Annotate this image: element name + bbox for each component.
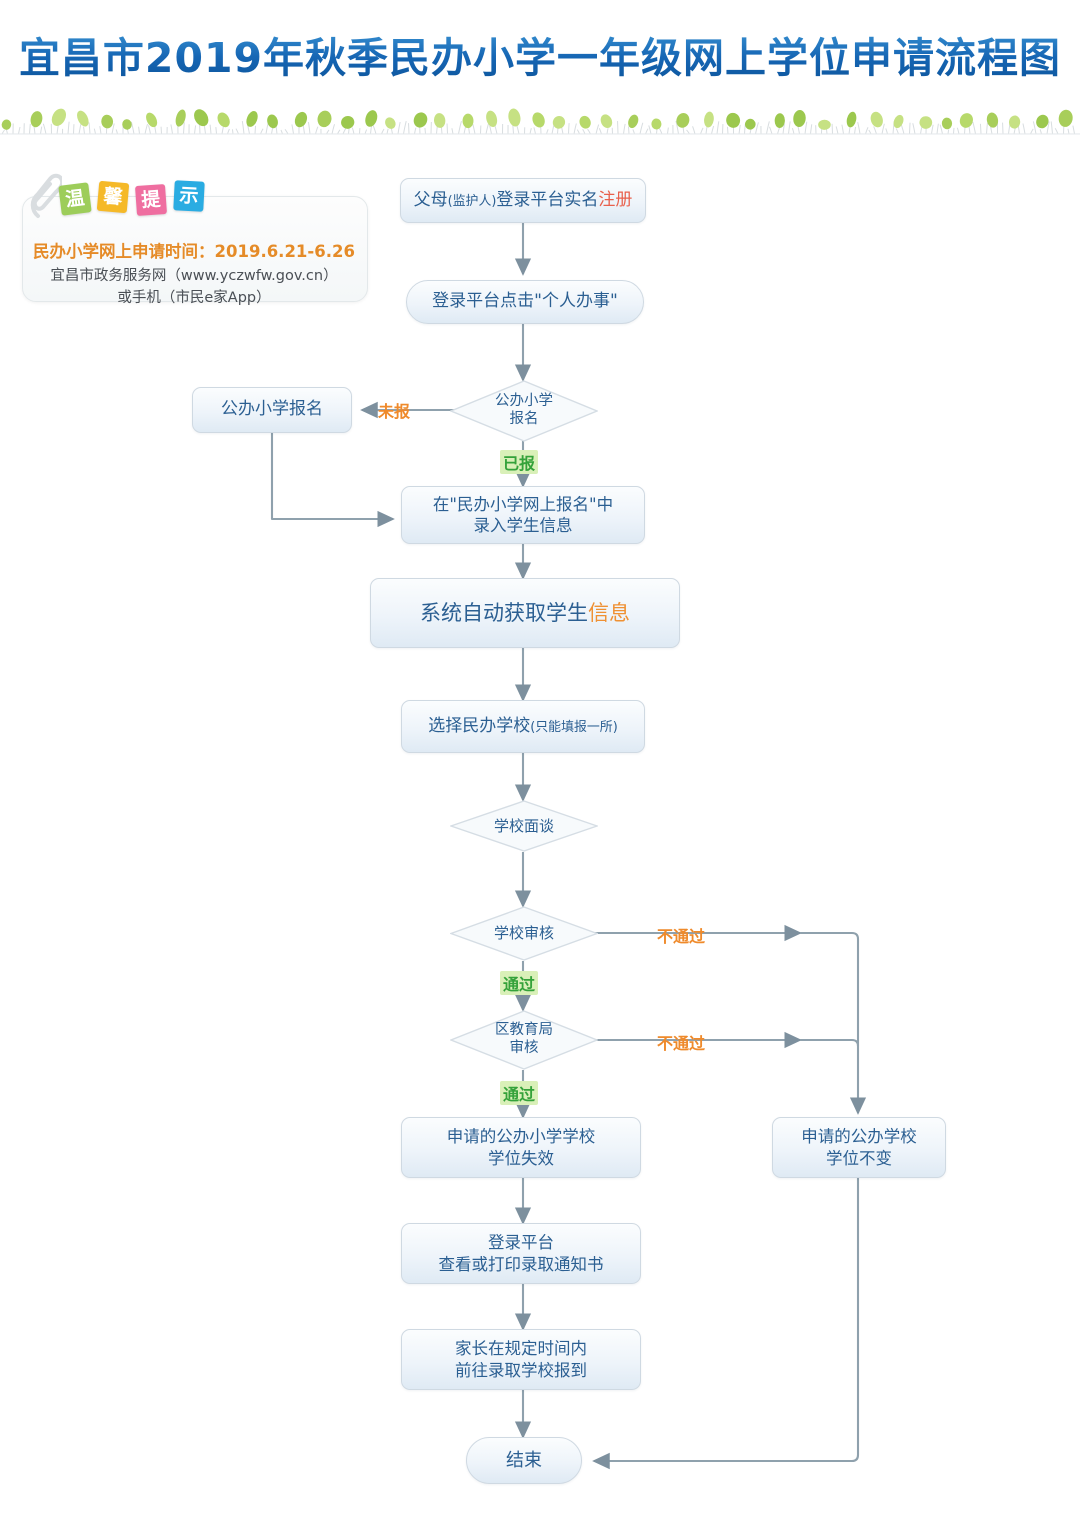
tip-line-mobile: 或手机（市民e家App） bbox=[117, 290, 271, 306]
node-text: 登录平台 查看或打印录取通知书 bbox=[439, 1232, 604, 1274]
edge-label-bureau-review-fail: 不通过 bbox=[657, 1034, 706, 1053]
node-select-private-school[interactable]: 选择民办学校(只能填报一所) bbox=[401, 700, 645, 753]
badge-square-3: 提 bbox=[134, 183, 168, 217]
node-text: 选择民办学校(只能填报一所) bbox=[428, 716, 618, 738]
node-parent-report-to-school[interactable]: 家长在规定时间内 前往录取学校报到 bbox=[401, 1329, 641, 1390]
node-text-line2: 学位失效 bbox=[488, 1148, 554, 1168]
grass-divider-icon bbox=[0, 108, 1080, 135]
node-text-line2: 录入学生信息 bbox=[473, 516, 573, 535]
node-text: 登录平台点击"个人办事" bbox=[432, 291, 618, 312]
diamond-shape bbox=[450, 380, 598, 442]
node-text-line1: 登录平台 bbox=[488, 1233, 554, 1253]
tip-badge: 温 馨 提 示 bbox=[28, 173, 208, 226]
decision-school-interview[interactable]: 学校面谈 bbox=[450, 800, 598, 852]
node-login-personal-affairs[interactable]: 登录平台点击"个人办事" bbox=[406, 280, 644, 324]
edge-label-school-review-fail: 不通过 bbox=[657, 927, 706, 946]
node-text-line2: 学位不变 bbox=[826, 1148, 892, 1168]
node-text: 在"民办小学网上报名"中 录入学生信息 bbox=[433, 494, 613, 536]
node-text: 申请的公办学校 学位不变 bbox=[801, 1126, 917, 1168]
node-text-line2: 审核 bbox=[509, 1040, 539, 1056]
edge-label-school-review-pass: 通过 bbox=[500, 971, 539, 995]
node-public-seat-unchanged[interactable]: 申请的公办学校 学位不变 bbox=[772, 1117, 946, 1178]
node-parent-register[interactable]: 父母(监护人)登录平台实名注册 bbox=[400, 178, 646, 223]
badge-square-1: 温 bbox=[58, 182, 92, 216]
node-text: 申请的公办小学学校 学位失效 bbox=[447, 1126, 596, 1168]
decision-school-review[interactable]: 学校审核 bbox=[450, 906, 598, 961]
node-text: 学校审核 bbox=[493, 924, 554, 943]
node-text-annotation: (监护人) bbox=[447, 193, 497, 209]
diamond-shape bbox=[450, 800, 598, 852]
node-text: 区教育局 审核 bbox=[495, 1022, 553, 1057]
node-public-school-signup[interactable]: 公办小学报名 bbox=[192, 387, 352, 433]
node-text-line1: 申请的公办小学学校 bbox=[446, 1127, 596, 1147]
tip-line-website: 宜昌市政务服务网（www.yczwfw.gov.cn） bbox=[50, 268, 338, 284]
node-end[interactable]: 结束 bbox=[466, 1437, 582, 1484]
node-text: 公办小学报名 bbox=[221, 399, 323, 420]
node-text-line1: 区教育局 bbox=[495, 1022, 553, 1039]
diamond-shape bbox=[450, 906, 598, 961]
node-enter-student-info[interactable]: 在"民办小学网上报名"中 录入学生信息 bbox=[401, 486, 645, 544]
node-text-line1: 家长在规定时间内 bbox=[455, 1339, 587, 1359]
tip-line-application-time: 民办小学网上申请时间：2019.6.21-6.26 bbox=[33, 242, 355, 261]
node-text-line2: 前往录取学校报到 bbox=[455, 1360, 587, 1380]
node-text: 结束 bbox=[506, 1449, 542, 1471]
node-text-highlight: 注册 bbox=[598, 189, 633, 210]
edge-label-not-applied: 未报 bbox=[378, 402, 411, 421]
node-text: 学校面谈 bbox=[493, 816, 554, 835]
diamond-shape bbox=[450, 1010, 598, 1070]
node-system-fetch-info[interactable]: 系统自动获取学生信息 bbox=[370, 578, 680, 648]
decision-district-bureau-review[interactable]: 区教育局 审核 bbox=[450, 1010, 598, 1070]
node-text-line1: 公办小学 bbox=[495, 393, 553, 410]
node-text-annotation: (只能填报一所) bbox=[530, 719, 618, 735]
node-text-part: 父母 bbox=[413, 189, 448, 210]
node-text-highlight: 信息 bbox=[588, 600, 630, 625]
edge-label-applied: 已报 bbox=[500, 450, 539, 474]
node-text-line1: 申请的公办学校 bbox=[801, 1127, 917, 1147]
node-view-print-admission[interactable]: 登录平台 查看或打印录取通知书 bbox=[401, 1223, 641, 1284]
page-title: 宜昌市2019年秋季民办小学一年级网上学位申请流程图 bbox=[0, 24, 1080, 84]
badge-square-4: 示 bbox=[173, 180, 205, 212]
node-text: 父母(监护人)登录平台实名注册 bbox=[414, 190, 633, 212]
node-public-seat-invalid[interactable]: 申请的公办小学学校 学位失效 bbox=[401, 1117, 641, 1178]
paperclip-icon bbox=[30, 173, 62, 218]
badge-square-2: 馨 bbox=[96, 180, 130, 214]
node-text: d1 公办小学 报名 bbox=[495, 393, 553, 428]
edge-label-bureau-review-pass: 通过 bbox=[500, 1081, 539, 1105]
node-text-part: 选择民办学校 bbox=[428, 715, 531, 736]
node-text-line2: 查看或打印录取通知书 bbox=[438, 1254, 604, 1274]
node-text-line1: 在"民办小学网上报名"中 bbox=[432, 494, 614, 514]
decision-public-school-applied[interactable]: d1 公办小学 报名 bbox=[450, 380, 598, 442]
node-text-part: 登录平台实名 bbox=[496, 189, 599, 210]
node-text: 系统自动获取学生信息 bbox=[420, 600, 630, 627]
node-text: 家长在规定时间内 前往录取学校报到 bbox=[455, 1338, 587, 1380]
node-text-part: 系统自动获取学生 bbox=[420, 600, 588, 625]
node-text-line2: 报名 bbox=[509, 411, 539, 427]
